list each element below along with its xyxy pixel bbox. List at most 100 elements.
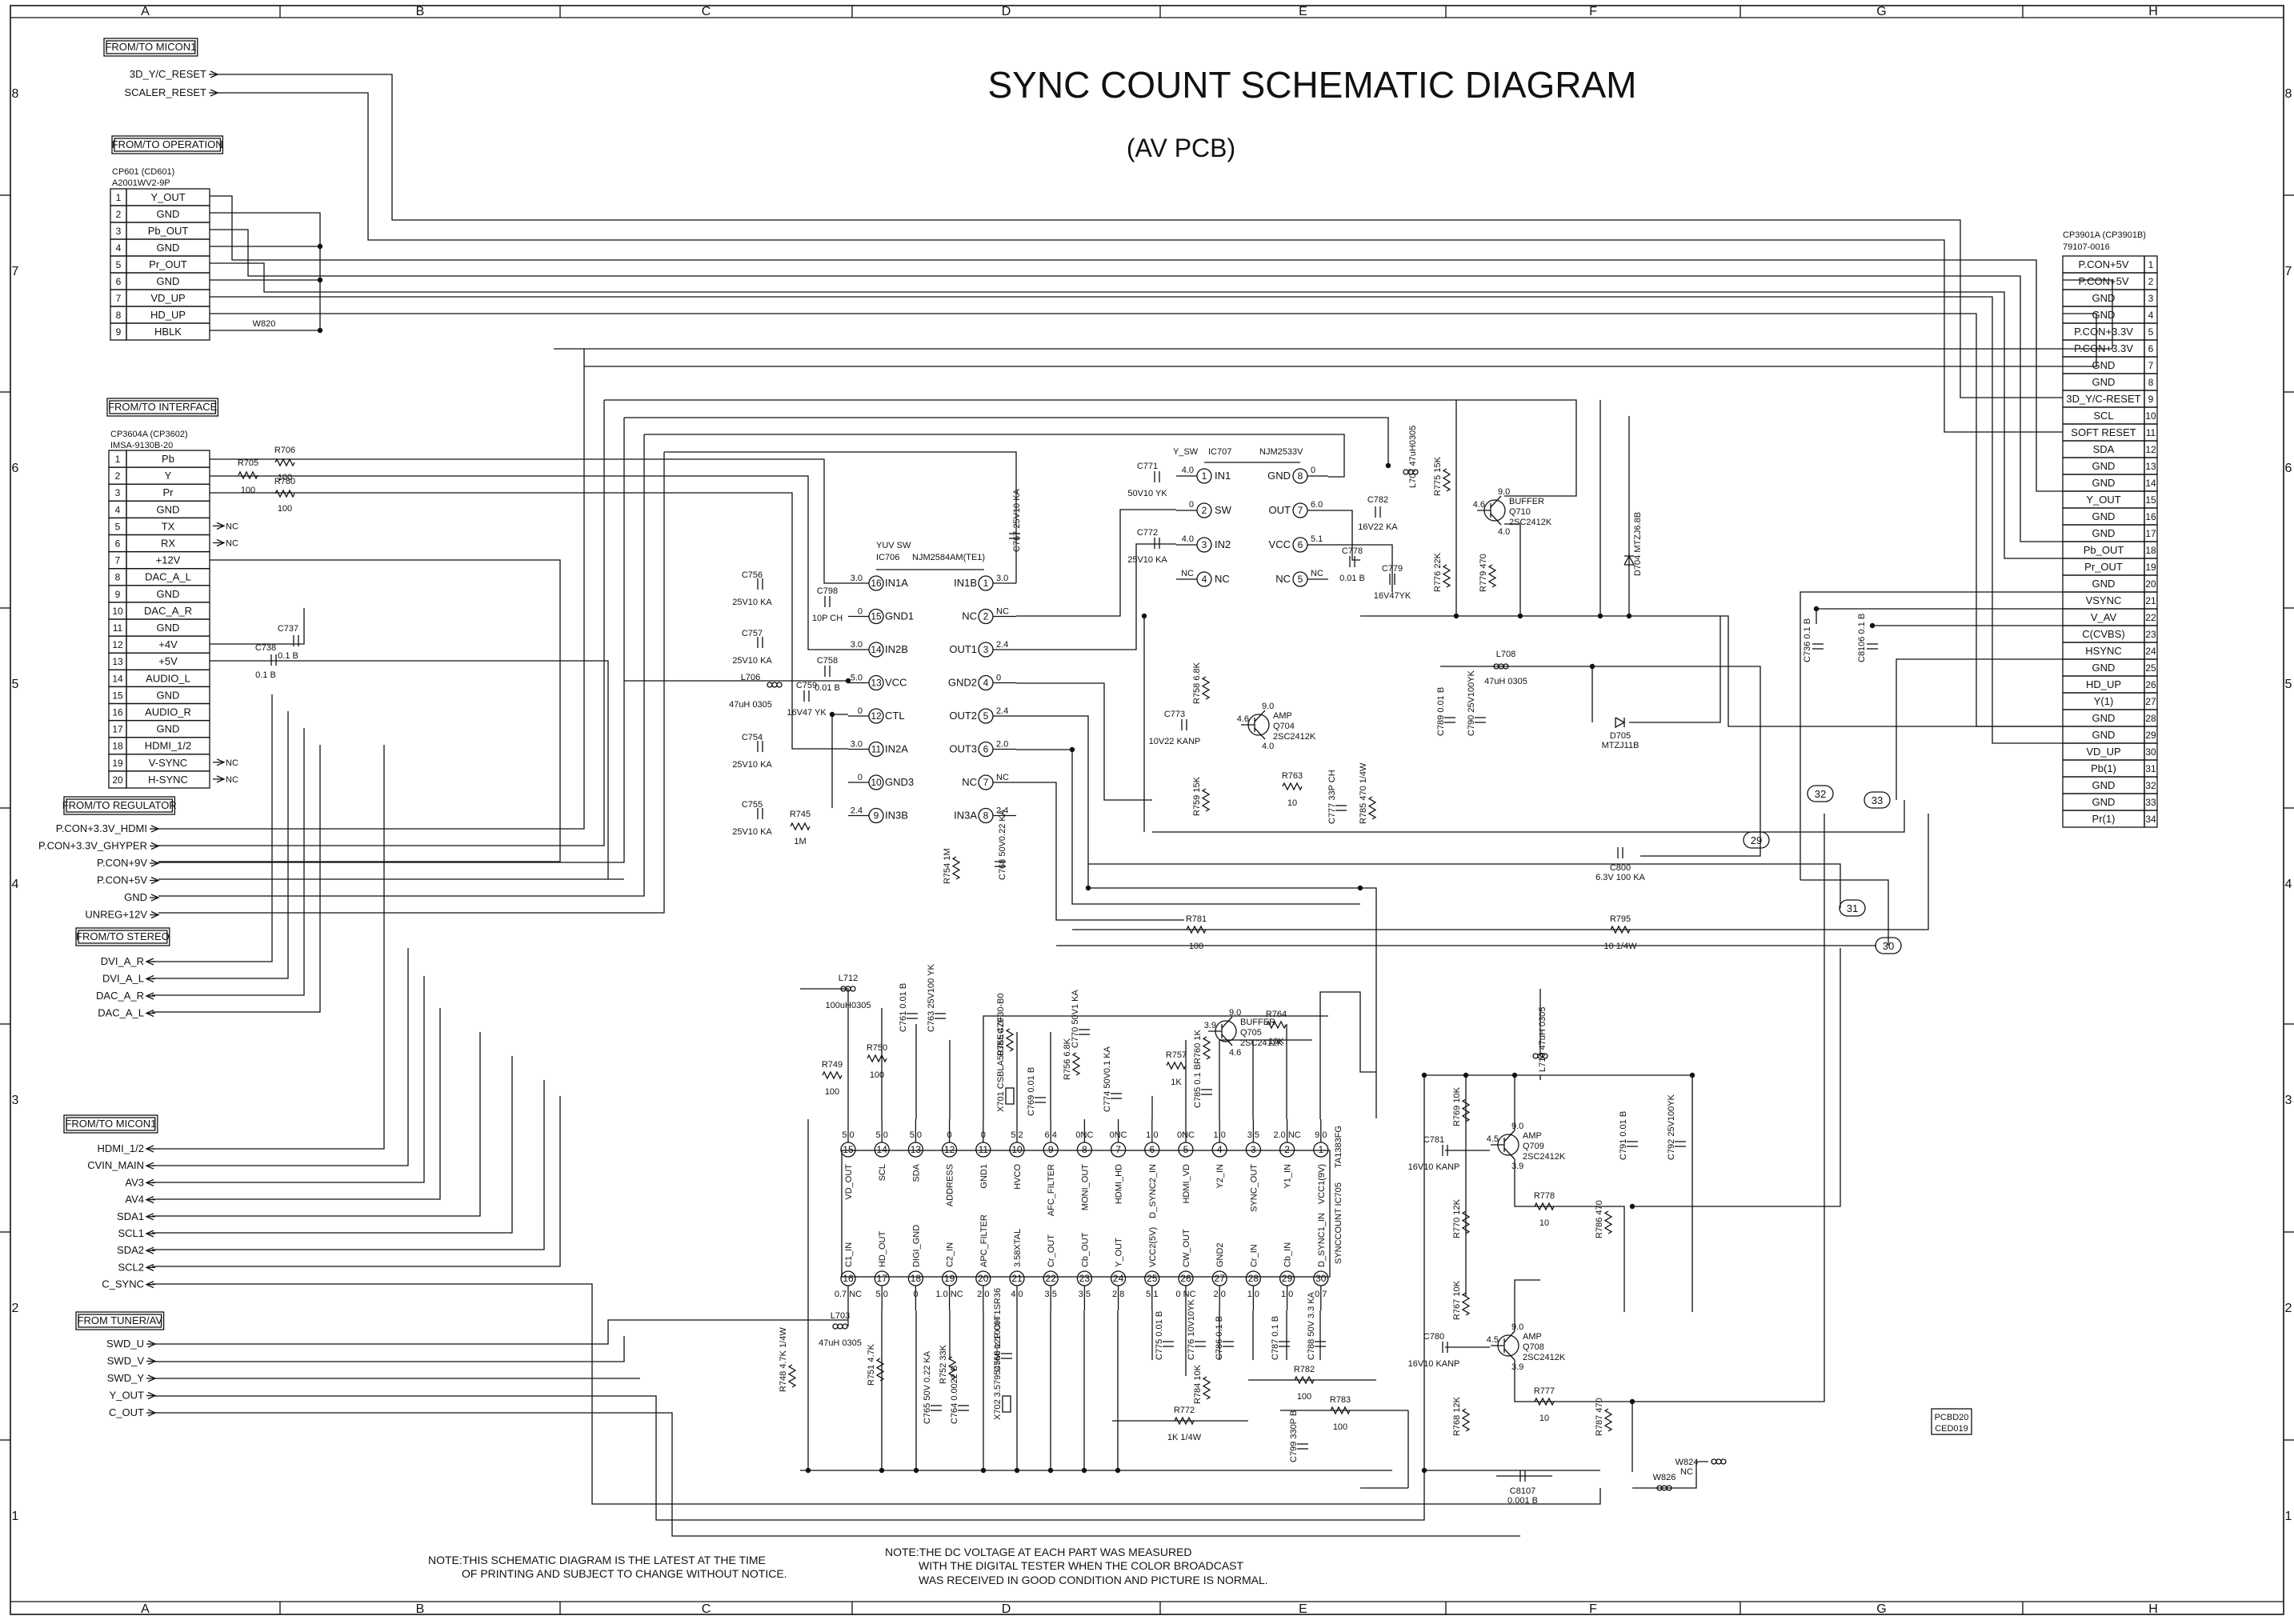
wire-segment [210, 475, 848, 650]
transistor-ref: Q704 [1273, 722, 1295, 731]
wire-segment [152, 1080, 545, 1250]
ic706-pin-voltage: 2.0 [996, 740, 1008, 750]
resistor [1202, 1376, 1211, 1400]
capacitor [757, 808, 763, 819]
ic707-title: Y_SW [1173, 447, 1199, 457]
coil-turn [1412, 469, 1419, 475]
part-label: C792 25V100YK [1667, 1094, 1676, 1160]
cp3901a-pin-name: HSYNC [2085, 645, 2122, 657]
resistor [1174, 1416, 1195, 1426]
junction-dot [317, 277, 323, 283]
ic706-pin-voltage: NC [996, 607, 1009, 617]
grid-col-top: D [1002, 5, 1011, 18]
cp3901a-pin-number: 29 [2145, 730, 2156, 741]
c777-part: C777 33P CH [1327, 770, 1347, 824]
ic706-pin-name: IN2B [885, 643, 908, 655]
cp601-pin-number: 4 [116, 242, 122, 254]
stereo-signal: DAC_A_R [96, 990, 144, 1002]
part-label: C788 50V 3.3 KA [1307, 1291, 1316, 1360]
notes: NOTE:THIS SCHEMATIC DIAGRAM IS THE LATES… [428, 1546, 1268, 1586]
part-value: 50V10 YK [1127, 489, 1167, 498]
pin-number: 1 [983, 578, 989, 589]
junction-dot [1014, 1467, 1020, 1474]
capacitor [1279, 1341, 1290, 1347]
capacitor [1009, 533, 1020, 539]
r776-part: R776 22K [1433, 552, 1451, 592]
cp3604a-ref: CP3604A (CP3602) [110, 430, 188, 439]
junction-dot [1869, 622, 1876, 629]
tag-number: 30 [1883, 940, 1894, 952]
junction-dot [1047, 1467, 1054, 1474]
cp3901a-pin-number: 24 [2145, 646, 2156, 657]
tag-oval [1864, 791, 1891, 809]
part-ref: R783 [1330, 1395, 1351, 1405]
cp3901a-pin-name: P.CON+5V [2079, 275, 2129, 287]
grid-row-right: 3 [2285, 1094, 2292, 1107]
w820-label: W820 [253, 319, 276, 329]
wire-segment [1629, 616, 1721, 723]
l707-part: L707 47uH0305 [1403, 426, 1419, 488]
part-value: 25V10 KA [732, 760, 772, 770]
transistor-ve: 3.9 [1511, 1362, 1523, 1372]
pin-number: 16 [843, 1273, 854, 1284]
part-value: 0.1 B [278, 651, 298, 661]
wire-segment [664, 451, 1017, 583]
junction-dot [1517, 613, 1523, 619]
wire-segment [210, 262, 2063, 559]
part-value: NC [1680, 1467, 1693, 1477]
ic706-pin-voltage: 3.0 [996, 574, 1008, 583]
pin-number: 10 [1011, 1144, 1023, 1155]
tag-number: 31 [1847, 902, 1858, 914]
resistor [822, 1070, 843, 1080]
cp3604a-pin-number: 19 [112, 758, 123, 769]
ic706-title: YUV SW [876, 541, 911, 550]
cp3901a-pin-number: 5 [2148, 326, 2154, 338]
cp3901a-pin-number: 15 [2145, 494, 2156, 506]
cp601-pin-name: HD_UP [150, 309, 186, 321]
pin-number: 29 [1282, 1273, 1293, 1284]
part-ref: W824 [1675, 1458, 1699, 1467]
ic705-pin-name: SCL [878, 1164, 887, 1181]
cp3901a-pin-name: Y_OUT [2086, 494, 2120, 506]
capacitor [1442, 1145, 1448, 1156]
tuner-signal: SWD_U [106, 1338, 144, 1350]
part-ref: C738 [255, 643, 276, 653]
c769-part: C769 0.01 B [1027, 1067, 1046, 1116]
junction-dot [1453, 613, 1459, 619]
wire-segment [1800, 591, 2063, 880]
r770-part: R770 12K [1452, 1198, 1471, 1238]
cp3901a-pin-name: GND [2092, 779, 2116, 791]
part-value: 0.01 B [815, 683, 840, 693]
wire-segment [152, 1096, 561, 1267]
coil-turn [1715, 1458, 1722, 1465]
capacitor [757, 578, 763, 590]
wire-segment [1360, 615, 2063, 727]
ic705-pin-name: D_SYNC2_IN [1148, 1164, 1158, 1218]
part-label: C767 25V10 KA [1012, 488, 1022, 552]
wire-segment [210, 492, 848, 750]
part-ref: R764 [1266, 1010, 1287, 1019]
resistor [947, 1356, 957, 1380]
pin-number: 5 [1298, 574, 1303, 585]
pcb-label: PCBD20 CED019 [1931, 1408, 1972, 1435]
pin-number: 9 [874, 810, 879, 822]
r784-part: R784 10K [1193, 1364, 1211, 1404]
micon1-bottom-title: FROM/TO MICON1 [65, 1118, 156, 1130]
part-ref: C754 [742, 733, 763, 742]
resistor [1487, 564, 1497, 588]
part-label: R787 470 [1595, 1398, 1604, 1436]
cp3901a-pin-number: 2 [2148, 276, 2154, 287]
wire-segment [218, 74, 2063, 398]
part-value: 10V22 KANP [1149, 737, 1201, 746]
part-value: 100uH0305 [826, 1001, 871, 1010]
wire-segment [1319, 991, 1376, 1119]
grid-col-top: H [2148, 5, 2158, 18]
coil-turn [842, 1323, 848, 1330]
cp3901a-pin-number: 18 [2145, 545, 2156, 556]
emitter-lead [1490, 513, 1502, 526]
r755-part: R755 470 [996, 1018, 1015, 1056]
